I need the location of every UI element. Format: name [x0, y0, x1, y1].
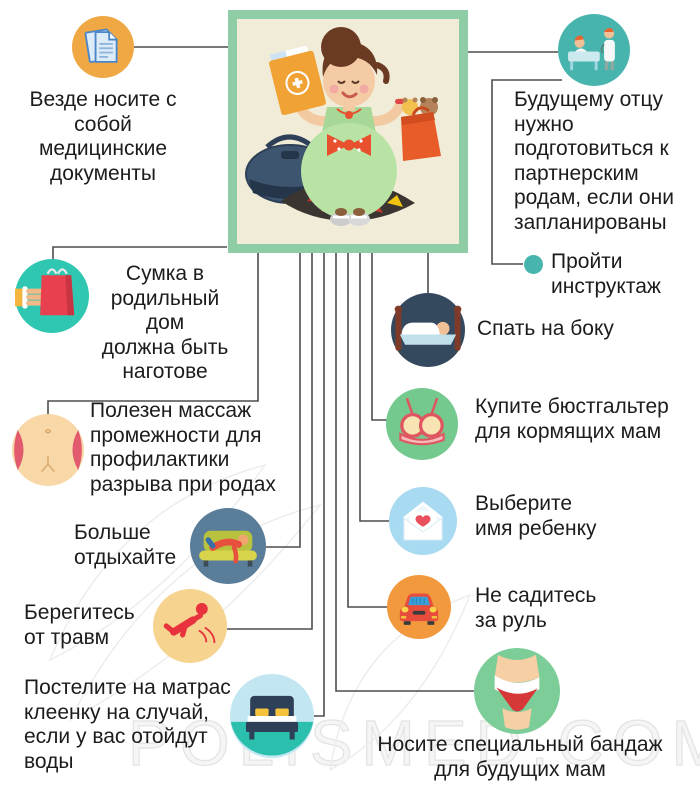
bra-tip-label: Купите бюстгальтер для кормящих мам: [475, 395, 669, 443]
massage-tip-label: Полезен массаж промежности для профилакт…: [90, 399, 276, 496]
sleep-tip-icon-circle: [391, 293, 465, 367]
documents-tip-icon-circle: [72, 16, 134, 78]
bandage-tip-icon-circle: [474, 648, 560, 734]
belly: [301, 123, 397, 219]
head: [321, 27, 390, 107]
shoes: [330, 208, 370, 226]
pregnant-woman-illustration: [237, 19, 459, 244]
perineum-icon: [12, 414, 84, 486]
instruction-label: Пройти инструктаж: [551, 250, 661, 298]
bag-tip-icon-circle: [15, 259, 89, 333]
partner-birth-icon: [558, 14, 630, 86]
baby-name-tip-label: Выберите имя ребенку: [475, 492, 597, 540]
car-tip-icon-circle: [387, 575, 451, 639]
couch-rest-icon: [190, 508, 266, 584]
falling-person-icon: [153, 589, 227, 663]
medical-folder: [269, 45, 326, 116]
connector-injury: [227, 253, 313, 630]
connector-bra: [371, 253, 388, 421]
injury-tip-icon-circle: [153, 589, 227, 663]
double-bed-icon: [230, 674, 314, 758]
bag-tip-label: Сумка в родильный дом должна быть нагото…: [101, 262, 229, 384]
sleeping-on-side-icon: [391, 293, 465, 367]
connector-bag: [52, 246, 227, 259]
father-tip-icon-circle: [558, 14, 630, 86]
connector-rest: [266, 253, 301, 548]
father-tip-label: Будущему отцу нужно подготовиться к парт…: [514, 88, 674, 234]
bracelet: [395, 99, 405, 104]
connector-massage: [47, 253, 259, 414]
bandage-belly-icon: [474, 648, 560, 734]
rest-tip-label: Больше отдыхайте: [74, 521, 177, 569]
bra-tip-icon-circle: [386, 388, 458, 460]
baby-name-tip-icon-circle: [389, 487, 457, 555]
rest-tip-icon-circle: [190, 508, 266, 584]
connector-car: [347, 253, 387, 608]
connector-mattress: [314, 253, 325, 717]
envelope-heart-icon: [389, 487, 457, 555]
toy-bag: [401, 97, 441, 161]
documents-tip-label: Везде носите с собой медицинские докумен…: [29, 88, 177, 185]
connector-baby-name: [359, 253, 389, 522]
sleep-tip-label: Спать на боку: [477, 317, 614, 340]
bandage-tip-label: Носите специальный бандаж для будущих ма…: [377, 733, 663, 781]
mattress-tip-icon-circle: [230, 674, 314, 758]
instruction-bullet-dot: [524, 255, 543, 274]
bow: [327, 134, 371, 156]
car-icon: [387, 575, 451, 639]
car-tip-label: Не садитесь за руль: [475, 584, 597, 632]
connector-instruction: [491, 79, 562, 265]
connector-bandage: [335, 253, 474, 692]
mattress-tip-label: Постелите на матрас клеенку на случай, е…: [24, 676, 231, 773]
maternity-bag-icon: [15, 259, 89, 333]
massage-tip-icon-circle: [12, 414, 84, 486]
injury-tip-label: Берегитесь от травм: [24, 601, 135, 649]
documents-icon: [72, 16, 134, 78]
center-illustration-frame: [228, 10, 468, 253]
watermark-text: POLISMED.COM: [127, 706, 700, 779]
bra-icon: [386, 388, 458, 460]
